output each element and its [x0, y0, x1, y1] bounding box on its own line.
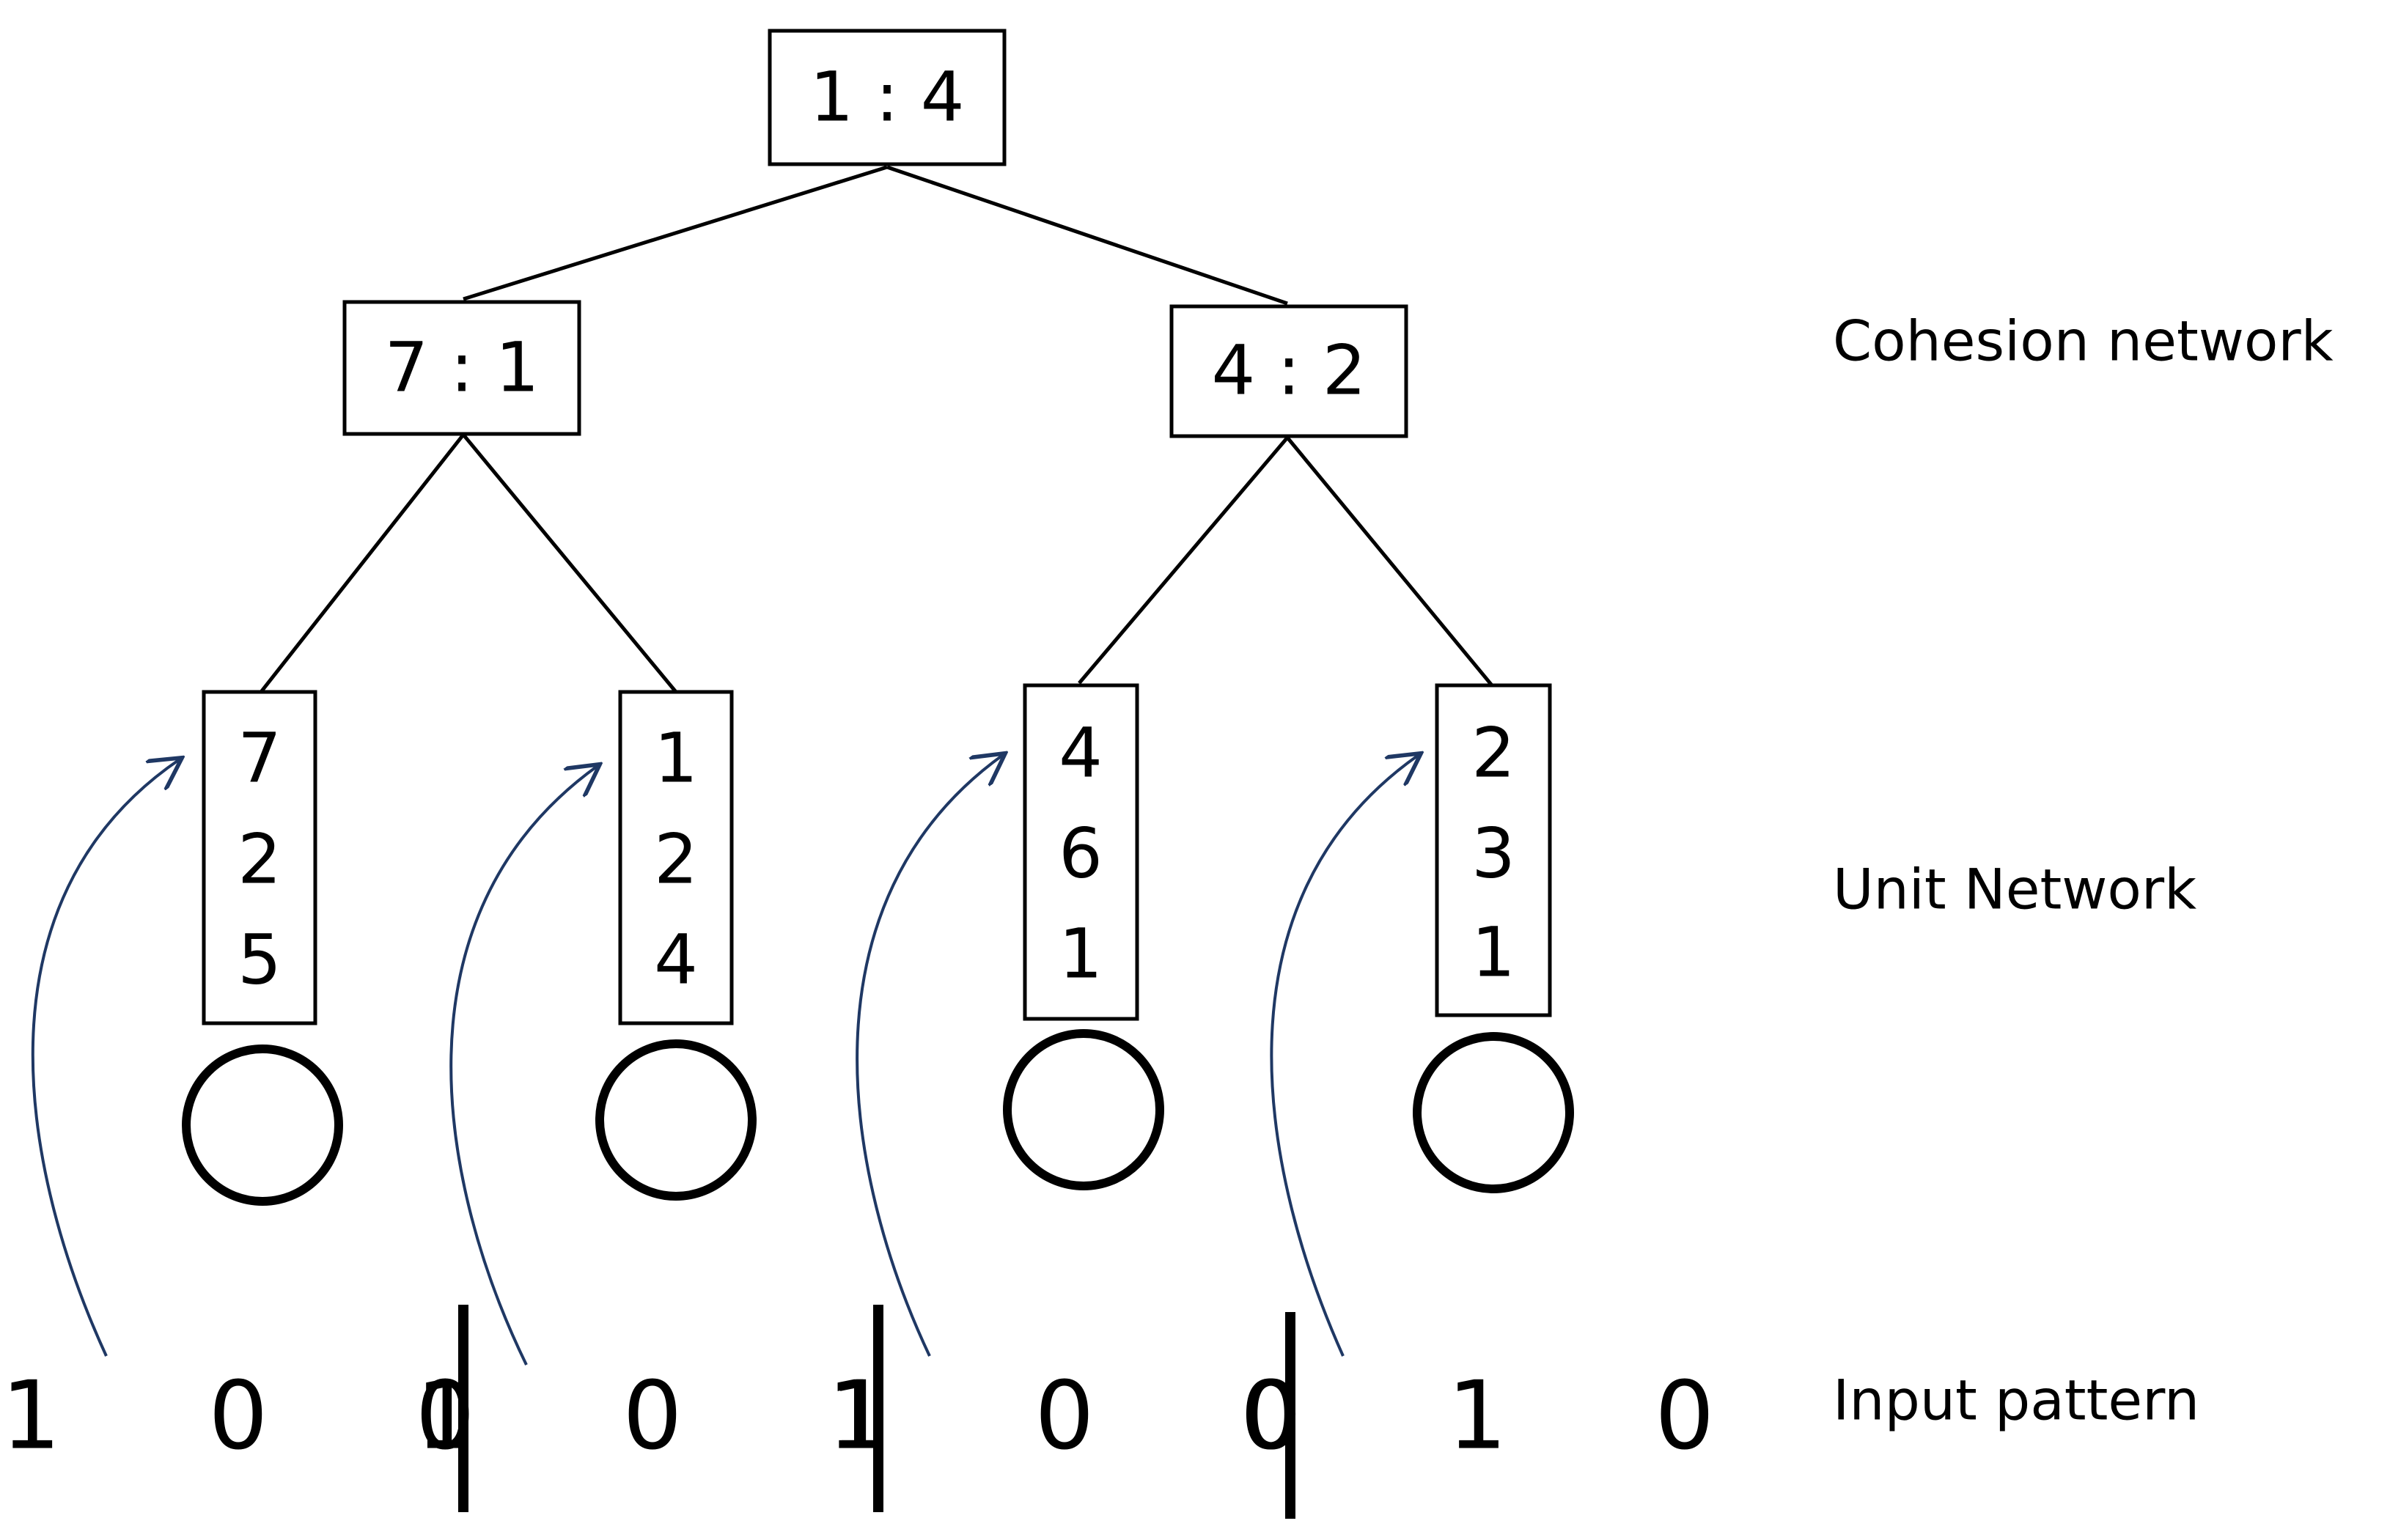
input-arrow-4: [1270, 755, 1419, 1357]
tree-edges: [260, 165, 1493, 693]
unit-box-2: 1 2 4: [618, 690, 734, 1025]
layer-label-input: Input pattern: [1833, 1368, 2199, 1433]
unit-4-value-1: 2: [1471, 714, 1515, 794]
unit-box-1: 7 2 5: [202, 690, 317, 1025]
unit-4-value-2: 3: [1471, 814, 1515, 894]
edge-left-unit1: [260, 433, 465, 693]
neuron-2: [595, 1039, 757, 1201]
neuron-1: [182, 1045, 343, 1206]
cohesion-right-label: 4 : 2: [1211, 331, 1366, 411]
input-group-2: 0 0 1: [415, 1362, 919, 1471]
unit-1-value-2: 2: [238, 820, 282, 900]
input-pattern: 1 0 1 0 0 1 1 0 0 0 1 0: [1, 1305, 1743, 1519]
edge-root-right: [886, 165, 1288, 306]
input-group-3: 1 0 0: [827, 1362, 1331, 1471]
unit-3-value-1: 4: [1059, 714, 1103, 794]
unit-1-value-1: 7: [238, 719, 282, 799]
input-arrow-3: [856, 755, 1003, 1357]
layer-label-cohesion: Cohesion network: [1833, 309, 2334, 374]
unit-2-value-3: 4: [654, 921, 698, 1001]
cohesion-root-node: 1 : 4: [768, 29, 1007, 166]
input-arrow-1: [31, 759, 180, 1357]
unit-1-value-3: 5: [238, 921, 282, 1001]
cohesion-left-label: 7 : 1: [384, 328, 539, 408]
input-arrow-2: [449, 766, 598, 1366]
unit-2-value-2: 2: [654, 820, 698, 900]
neurons: [182, 1029, 1574, 1206]
input-group-1: 1 0 1: [1, 1362, 504, 1471]
unit-box-3: 4 6 1: [1023, 683, 1139, 1021]
unit-3-value-2: 6: [1059, 814, 1103, 894]
unit-4-value-3: 1: [1471, 913, 1515, 993]
unit-box-4: 2 3 1: [1435, 683, 1552, 1017]
neuron-3: [1003, 1029, 1164, 1190]
cohesion-root-label: 1 : 4: [809, 58, 964, 138]
edge-root-left: [463, 165, 888, 301]
layer-label-unit: Unit Network: [1833, 857, 2196, 922]
cohesion-node-left: 7 : 1: [342, 300, 581, 436]
cohesion-node-right: 4 : 2: [1169, 304, 1408, 438]
edge-right-unit4: [1286, 436, 1493, 687]
input-arrows: [31, 755, 1419, 1366]
unit-2-value-1: 1: [654, 719, 698, 799]
edge-left-unit2: [462, 433, 677, 693]
unit-3-value-3: 1: [1059, 915, 1103, 995]
edge-right-unit3: [1078, 436, 1289, 685]
input-group-4: 0 1 0: [1240, 1362, 1743, 1471]
layer-labels: Cohesion network Unit Network Input patt…: [1833, 309, 2334, 1433]
neuron-4: [1413, 1032, 1574, 1193]
